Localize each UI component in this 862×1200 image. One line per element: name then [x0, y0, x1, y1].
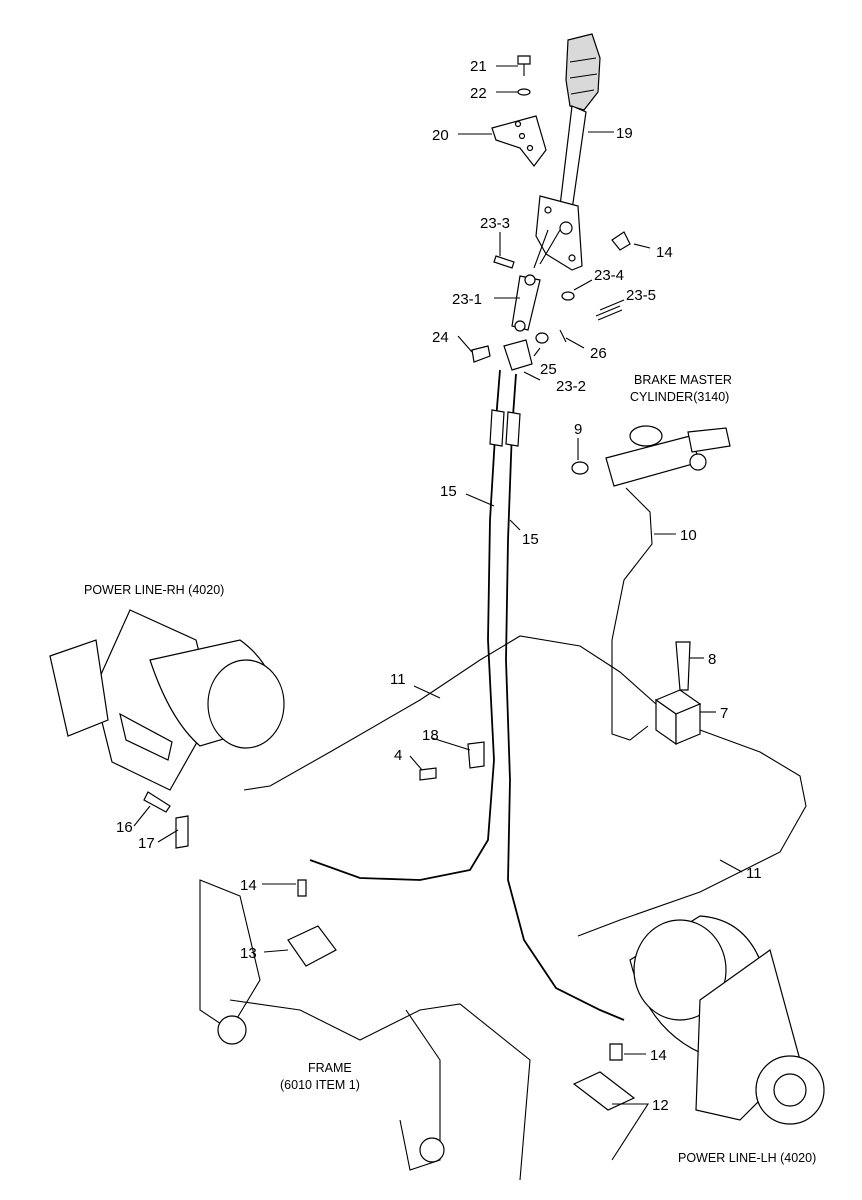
callout-21: 21: [470, 58, 487, 75]
callout-23-2: 23-2: [556, 378, 586, 395]
callout-15-right: 15: [522, 531, 539, 548]
caption-brake-master-2: CYLINDER(3140): [630, 390, 729, 404]
callout-23-3: 23-3: [480, 215, 510, 232]
callout-17: 17: [138, 835, 155, 852]
callout-20: 20: [432, 127, 449, 144]
callout-12: 12: [652, 1097, 669, 1114]
callout-22: 22: [470, 85, 487, 102]
brake-pipe-11-lh: [577, 729, 807, 937]
callout-25: 25: [540, 361, 557, 378]
small-hardware: [143, 231, 636, 1111]
callout-10: 10: [680, 527, 697, 544]
callout-13: 13: [240, 945, 257, 962]
callouts: 21 22 20 19 23-3 14 23-4 23-5 23-1 24 26…: [116, 58, 762, 1114]
callout-14-mid: 14: [240, 877, 257, 894]
brake-master-cylinder: [571, 425, 731, 487]
brake-pipe-10: [611, 487, 653, 741]
frame: [199, 879, 531, 1181]
callout-8: 8: [708, 651, 716, 668]
callout-26: 26: [590, 345, 607, 362]
captions: BRAKE MASTER CYLINDER(3140) POWER LINE-R…: [84, 373, 816, 1165]
callout-16: 16: [116, 819, 133, 836]
caption-power-line-lh: POWER LINE-LH (4020): [678, 1151, 816, 1165]
callout-23-4: 23-4: [594, 267, 624, 284]
callout-18: 18: [422, 727, 439, 744]
leader-lines: [133, 65, 743, 1161]
power-line-lh: [629, 915, 825, 1125]
caption-frame-1: FRAME: [308, 1061, 352, 1075]
callout-7: 7: [720, 705, 728, 722]
callout-23-1: 23-1: [452, 291, 482, 308]
caption-frame-2: (6010 ITEM 1): [280, 1078, 360, 1092]
brake-pipe-11-rh: [243, 635, 657, 791]
caption-brake-master-1: BRAKE MASTER: [634, 373, 732, 387]
parking-brake-lever: [533, 33, 601, 271]
callout-23-5: 23-5: [626, 287, 656, 304]
callout-11-upper: 11: [390, 671, 406, 688]
callout-14-bottom: 14: [650, 1047, 667, 1064]
callout-15-left: 15: [440, 483, 457, 500]
caption-power-line-rh: POWER LINE-RH (4020): [84, 583, 224, 597]
parking-brake-cables: [309, 369, 625, 1021]
callout-14-top: 14: [656, 244, 673, 261]
linkage-assembly: [471, 255, 623, 371]
callout-24: 24: [432, 329, 449, 346]
bracket-20-with-bolt: [491, 55, 547, 167]
callout-11-lower: 11: [746, 865, 762, 882]
callout-4: 4: [394, 747, 402, 764]
junction-block-7: [654, 641, 702, 746]
power-line-rh: [49, 609, 285, 791]
callout-19: 19: [616, 125, 633, 142]
callout-9: 9: [574, 421, 582, 438]
